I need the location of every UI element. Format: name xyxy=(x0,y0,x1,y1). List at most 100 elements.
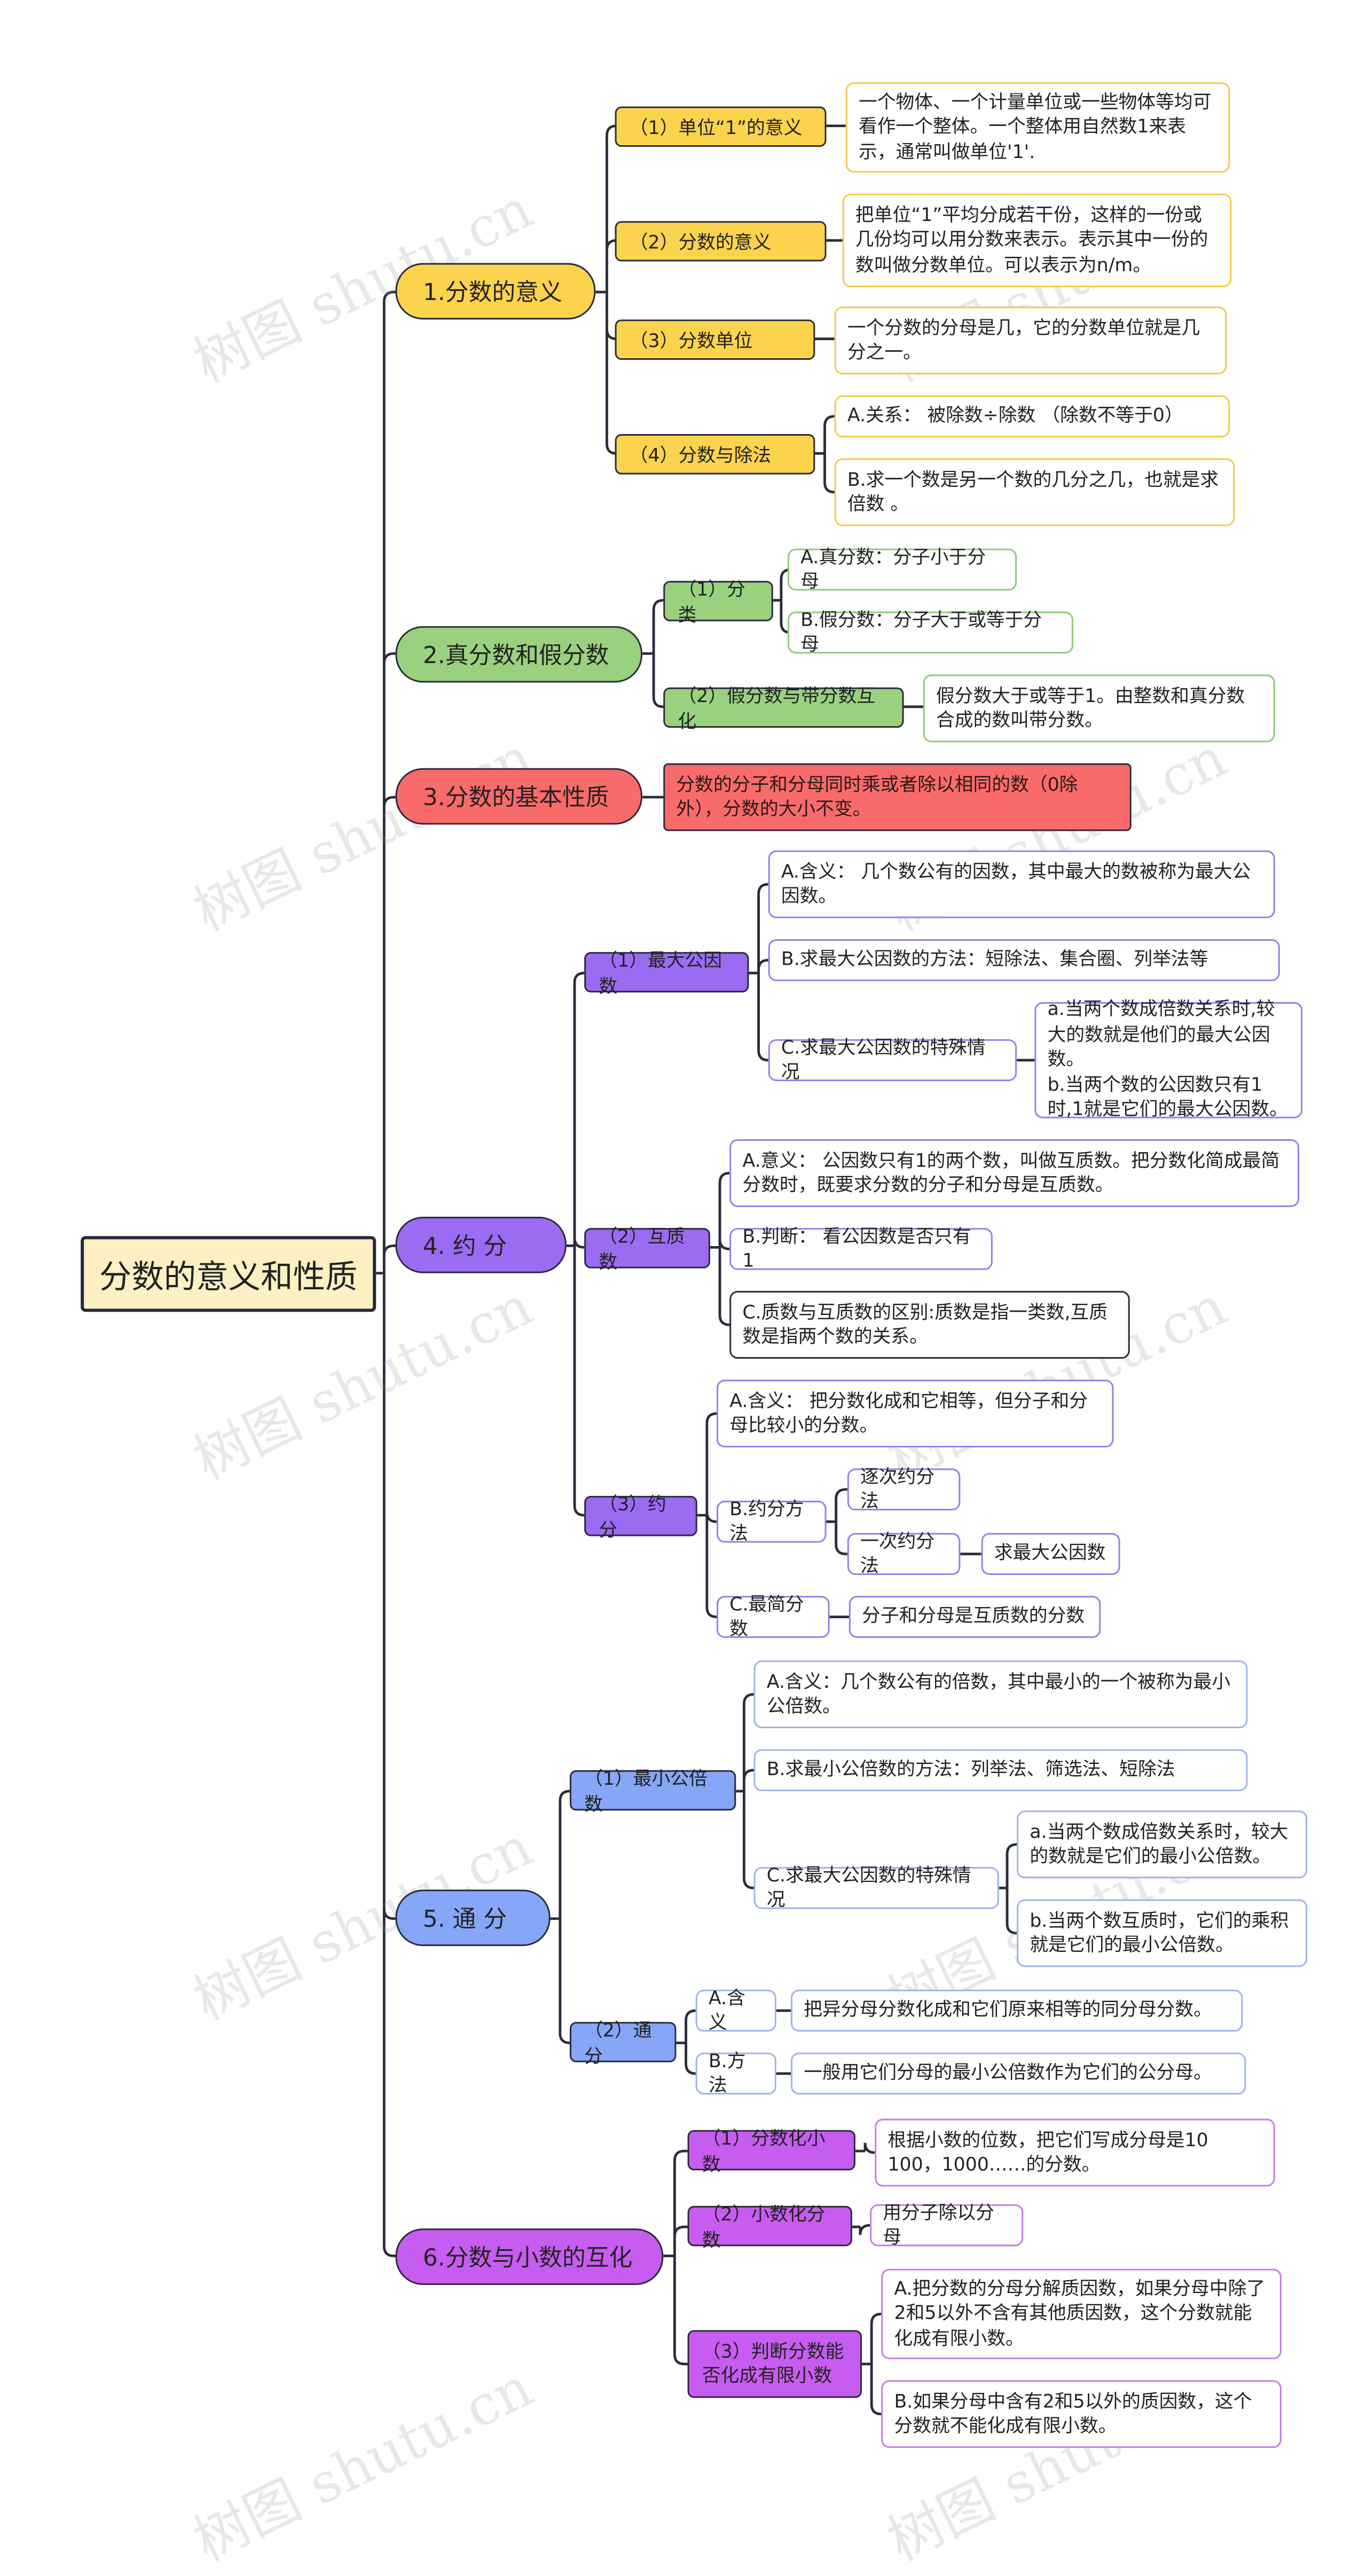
subtopic-mixed-conversion[interactable]: （2）假分数与带分数互化 xyxy=(663,683,904,732)
connector-line xyxy=(823,415,835,427)
leaf-node[interactable]: B.假分数：分子大于或等于分母 xyxy=(787,608,1073,655)
mindmap-canvas: 树图 shutu.cn 树图 shutu.cn 树图 shutu.cn 树图 s… xyxy=(81,82,1308,2574)
method-node[interactable]: 一次约分法 xyxy=(847,1529,961,1577)
connector-line xyxy=(863,2142,875,2154)
method-note[interactable]: 一般用它们分母的最小公倍数作为它们的公分母。 xyxy=(791,2052,1246,2095)
connector-line xyxy=(835,1488,847,1500)
connector-line xyxy=(382,795,396,807)
leaf-node[interactable]: B.约分方法 xyxy=(716,1496,827,1545)
leaf-node[interactable]: 一个物体、一个计量单位或一些物体等均可看作一个整体。一个整体用自然数1来表示，通… xyxy=(845,82,1230,173)
leaf-node[interactable]: A.关系： 被除数÷除数 （除数不等于0） xyxy=(834,395,1230,438)
special-case-note[interactable]: a.当两个数成倍数关系时,较大的数就是他们的最大公因数。b.当两个数的公因数只有… xyxy=(1034,998,1303,1120)
leaf-node[interactable]: C.求最大公因数的特殊情况 xyxy=(768,1035,1017,1083)
branch-common-denominator[interactable]: 5. 通 分 xyxy=(395,1889,551,1947)
connector-line xyxy=(673,2225,688,2237)
connector-line xyxy=(573,1505,585,1517)
method-note[interactable]: 求最大公因数 xyxy=(981,1533,1120,1575)
connector-line xyxy=(757,883,768,894)
simplest-note[interactable]: 分子和分母是互质数的分数 xyxy=(849,1596,1101,1638)
connector-line xyxy=(742,1769,754,1780)
subtopic-fraction-meaning[interactable]: （2）分数的意义 xyxy=(615,221,827,262)
connector-line xyxy=(705,1412,717,1423)
leaf-node[interactable]: A.含义：几个数公有的倍数，其中最小的一个被称为最小公倍数。 xyxy=(753,1660,1248,1729)
connector-line xyxy=(718,1315,730,1326)
branch-reduction[interactable]: 4. 约 分 xyxy=(395,1216,567,1273)
leaf-node[interactable]: 把单位“1”平均分成若干份，这样的一份或几份均可以用分数来表示。表示其中一份的数… xyxy=(842,193,1232,288)
connector-line xyxy=(382,290,396,302)
subtopic-fraction-unit[interactable]: （3）分数单位 xyxy=(615,319,815,360)
leaf-node[interactable]: 假分数大于或等于1。由整数和真分数合成的数叫带分数。 xyxy=(923,674,1275,743)
branch-proper-improper[interactable]: 2.真分数和假分数 xyxy=(395,626,642,683)
branch-fraction-decimal[interactable]: 6.分数与小数的互化 xyxy=(395,2228,664,2285)
leaf-node[interactable]: 用分子除以分母 xyxy=(870,2200,1024,2248)
connector-lines xyxy=(376,124,1035,2416)
connector-line xyxy=(859,2224,870,2235)
connector-line xyxy=(382,652,396,664)
connector-line xyxy=(705,1511,717,1523)
connector-line xyxy=(823,482,835,494)
special-case-note[interactable]: a.当两个数成倍数关系时，较大的数就是它们的最小公倍数。 xyxy=(1017,1810,1308,1879)
method-node[interactable]: 逐次约分法 xyxy=(847,1464,961,1512)
special-case-note[interactable]: b.当两个数互质时，它们的乘积就是它们的最小公倍数。 xyxy=(1017,1899,1308,1967)
connector-line xyxy=(757,958,768,970)
connector-line xyxy=(870,2404,882,2416)
leaf-node[interactable]: A.含义 xyxy=(695,1986,776,2033)
subtopic-simplify[interactable]: （3）约分 xyxy=(584,1492,697,1540)
connector-line xyxy=(870,2312,882,2324)
leaf-node[interactable]: A.把分数的分母分解质因数，如果分母中除了2和5以外不含有其他质因数，这个分数就… xyxy=(881,2268,1282,2359)
connector-line xyxy=(1005,1843,1017,1854)
subtopic-tongfen[interactable]: （2）通分 xyxy=(569,2018,677,2066)
leaf-node[interactable]: C.最简分数 xyxy=(716,1592,830,1640)
connector-line xyxy=(382,1909,396,1920)
connector-line xyxy=(718,1239,730,1250)
subtopic-coprime[interactable]: （2）互质数 xyxy=(584,1224,710,1272)
connector-line xyxy=(382,1244,396,1256)
leaf-node[interactable]: 分数的分子和分母同时乘或者除以相同的数（0除外），分数的大小不变。 xyxy=(663,763,1132,831)
connector-line xyxy=(673,2354,688,2366)
leaf-node[interactable]: A.真分数：分子小于分母 xyxy=(787,545,1017,592)
leaf-node[interactable]: B.方法 xyxy=(695,2049,776,2096)
connector-line xyxy=(652,598,664,610)
leaf-node[interactable]: B.求最小公倍数的方法：列举法、筛选法、短除法 xyxy=(753,1749,1248,1791)
subtopic-fraction-to-decimal[interactable]: （1）分数化小数 xyxy=(687,2126,855,2175)
connector-line xyxy=(559,2033,570,2044)
branch-fraction-meaning[interactable]: 1.分数的意义 xyxy=(395,263,596,320)
leaf-node[interactable]: C.求最大公因数的特殊情况 xyxy=(753,1863,999,1911)
subtopic-lcm[interactable]: （1）最小公倍数 xyxy=(569,1766,736,1815)
connector-line xyxy=(705,1607,717,1618)
leaf-node[interactable]: B.如果分母中含有2和5以外的质因数，这个分数就不能化成有限小数。 xyxy=(881,2380,1282,2448)
special-case-text: a.当两个数成倍数关系时,较大的数就是他们的最大公因数。 xyxy=(1047,997,1275,1070)
connector-line xyxy=(742,1693,754,1704)
leaf-node[interactable]: A.含义： 几个数公有的因数，其中最大的数被称为最大公因数。 xyxy=(768,850,1275,918)
definition-note[interactable]: 把异分母分数化成和它们原来相等的同分母分数。 xyxy=(791,1989,1243,2032)
special-case-text: b.当两个数的公因数只有1时,1就是它们的最大公因数。 xyxy=(1047,1073,1288,1121)
subtopic-classification[interactable]: （1）分类 xyxy=(663,577,773,625)
connector-line xyxy=(742,1878,754,1889)
leaf-node[interactable]: 根据小数的位数，把它们写成分母是10 100，1000……的分数。 xyxy=(875,2118,1275,2187)
connector-line xyxy=(382,2246,396,2257)
connector-line xyxy=(835,1544,847,1556)
connector-line xyxy=(573,1238,585,1249)
connector-line xyxy=(718,1171,730,1183)
connector-line xyxy=(1005,1923,1017,1935)
leaf-node[interactable]: A.含义： 把分数化成和它相等，但分子和分母比较小的分数。 xyxy=(716,1380,1114,1448)
connector-line xyxy=(652,697,664,708)
leaf-node[interactable]: B.求一个数是另一个数的几分之几，也就是求倍数 。 xyxy=(834,458,1235,526)
subtopic-gcd[interactable]: （1）最大公因数 xyxy=(584,948,749,996)
subtopic-fraction-division[interactable]: （4）分数与除法 xyxy=(615,434,815,475)
connector-line xyxy=(573,972,585,983)
connector-line xyxy=(685,2009,696,2021)
leaf-node[interactable]: A.意义： 公因数只有1的两个数，叫做互质数。把分数化简成最简分数时，既要求分数… xyxy=(729,1139,1300,1207)
subtopic-finite-decimal-test[interactable]: （3）判断分数能否化成有限小数 xyxy=(687,2330,862,2398)
root-topic[interactable]: 分数的意义和性质 xyxy=(81,1236,376,1312)
branch-basic-property[interactable]: 3.分数的基本性质 xyxy=(395,768,642,825)
leaf-node[interactable]: B.求最大公因数的方法：短除法、集合圈、列举法等 xyxy=(768,939,1280,981)
leaf-node[interactable]: 一个分数的分母是几，它的分数单位就是几分之一。 xyxy=(834,306,1227,375)
leaf-node[interactable]: C.质数与互质数的区别:质数是指一类数,互质数是指两个数的关系。 xyxy=(729,1291,1130,1359)
subtopic-unit-one[interactable]: （1）单位“1”的意义 xyxy=(615,106,827,147)
connector-line xyxy=(559,1790,570,1801)
connector-line xyxy=(757,1050,768,1062)
subtopic-decimal-to-fraction[interactable]: （2）小数化分数 xyxy=(687,2202,852,2250)
connector-line xyxy=(685,2063,696,2075)
leaf-node[interactable]: B.判断： 看公因数是否只有1 xyxy=(729,1224,993,1272)
